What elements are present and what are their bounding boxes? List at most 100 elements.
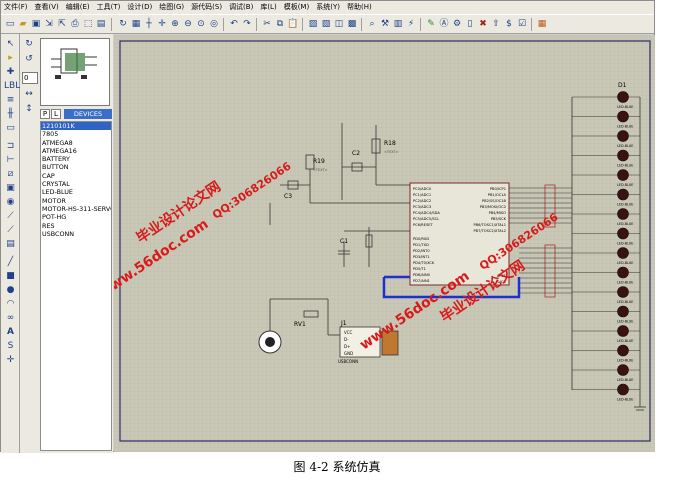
block-move-icon[interactable]: ▧ (321, 19, 331, 29)
path-2d-icon[interactable]: ∞ (6, 313, 15, 323)
bill-of-materials-icon[interactable]: $ (506, 19, 512, 29)
list-item[interactable]: BUTTON (42, 163, 69, 172)
resistor-r18 (371, 138, 381, 154)
remove-sheet-icon[interactable]: ✖ (479, 19, 487, 29)
zoom-out-icon[interactable]: ⊖ (184, 19, 192, 29)
zoom-all-icon[interactable]: ⊙ (197, 19, 205, 29)
menu-file[interactable]: 文件(F) (4, 3, 28, 11)
subcircuit-icon[interactable]: ▭ (6, 123, 15, 133)
list-item[interactable]: RES (42, 221, 55, 230)
line-2d-icon[interactable]: ╱ (7, 257, 14, 267)
wire-autorouter-icon[interactable]: ✎ (427, 19, 435, 29)
redo-icon[interactable]: ↷ (243, 19, 251, 29)
list-item[interactable]: MOTOR (42, 196, 66, 205)
rotate-ccw-icon[interactable]: ↺ (25, 54, 33, 64)
circle-2d-icon[interactable]: ● (6, 285, 15, 295)
pan-icon[interactable]: ✛ (158, 19, 166, 29)
electrical-check-icon[interactable]: ☑ (517, 19, 527, 29)
selection-mode-icon[interactable]: ↖ (6, 39, 15, 49)
terminals-icon[interactable]: ⊐ (6, 141, 15, 151)
menu-help[interactable]: 帮助(H) (346, 3, 372, 11)
save-icon[interactable]: ▣ (31, 19, 41, 29)
mirror-y-icon[interactable]: ↕ (25, 104, 33, 114)
zoom-in-icon[interactable]: ⊕ (171, 19, 179, 29)
make-device-icon[interactable]: ⚒ (380, 19, 390, 29)
menu-source[interactable]: 源代码(S) (191, 3, 223, 11)
package-tool-icon[interactable]: ▥ (393, 19, 403, 29)
menu-template[interactable]: 模板(M) (283, 3, 310, 11)
property-assign-icon[interactable]: ⚙ (452, 19, 462, 29)
rotate-cw-icon[interactable]: ↻ (25, 39, 33, 49)
led-blue (617, 149, 629, 162)
device-list[interactable]: 1210101K 7805 ATMEGA8 ATMEGA16 BATTERY B… (40, 121, 112, 451)
decompose-icon[interactable]: ⚡ (407, 19, 415, 29)
text-2d-icon[interactable]: A (7, 327, 14, 337)
grid-icon[interactable]: ▦ (131, 19, 141, 29)
refresh-icon[interactable]: ↻ (119, 19, 127, 29)
page-setup-icon[interactable]: ▤ (96, 19, 106, 29)
import-icon[interactable]: ⇲ (45, 19, 53, 29)
paste-icon[interactable]: 📋 (287, 19, 299, 29)
symbol-2d-icon[interactable]: S (7, 341, 14, 351)
rotation-field[interactable]: 0 (22, 72, 38, 84)
list-item[interactable]: 7805 (42, 130, 59, 139)
zoom-area-icon[interactable]: ◎ (210, 19, 218, 29)
list-item[interactable]: ATMEGA8 (42, 138, 73, 147)
list-item[interactable]: USBCONN (42, 229, 75, 238)
overview-window[interactable] (40, 38, 110, 106)
bus-icon[interactable]: ╫ (7, 109, 14, 119)
virtual-instruments-icon[interactable]: ▤ (6, 239, 15, 249)
block-rotate-icon[interactable]: ◫ (334, 19, 344, 29)
copy-icon[interactable]: ⧉ (276, 19, 284, 29)
pick-from-library-button[interactable]: P (40, 109, 50, 119)
cut-icon[interactable]: ✂ (263, 19, 271, 29)
menu-graph[interactable]: 绘图(G) (159, 3, 185, 11)
undo-icon[interactable]: ↶ (230, 19, 238, 29)
menu-tools[interactable]: 工具(T) (96, 3, 121, 11)
menu-library[interactable]: 库(L) (260, 3, 277, 11)
library-manager-button[interactable]: L (51, 109, 61, 119)
tape-recorder-icon[interactable]: ▣ (6, 183, 15, 193)
wire-label-icon[interactable]: LBL (4, 81, 21, 91)
search-tag-icon[interactable]: Ⓐ (439, 19, 449, 29)
list-item[interactable]: BATTERY (42, 155, 70, 164)
list-item[interactable]: CAP (42, 171, 55, 180)
list-item[interactable]: 1210101K (41, 122, 111, 131)
list-item[interactable]: POT-HG (42, 213, 67, 222)
arc-2d-icon[interactable]: ◠ (6, 299, 15, 309)
export-icon[interactable]: ⇱ (58, 19, 66, 29)
origin-icon[interactable]: ┼ (146, 19, 152, 29)
pick-device-icon[interactable]: ⌕ (369, 19, 375, 29)
new-file-icon[interactable]: ▭ (5, 19, 15, 29)
generator-icon[interactable]: ◉ (6, 197, 15, 207)
netlist-ares-icon[interactable]: ▦ (537, 19, 547, 29)
list-item[interactable]: MOTOR-HS-311-SERVO (42, 204, 112, 213)
menu-system[interactable]: 系统(Y) (316, 3, 340, 11)
svg-text:VCC: VCC (344, 330, 353, 335)
menu-view[interactable]: 查看(V) (34, 3, 59, 11)
device-pins-icon[interactable]: ⊢ (6, 155, 15, 165)
list-item[interactable]: ATMEGA16 (42, 146, 77, 155)
marker-2d-icon[interactable]: ✛ (6, 355, 15, 365)
list-item[interactable]: CRYSTAL (42, 180, 70, 189)
list-item[interactable]: LED-BLUE (42, 188, 73, 197)
box-2d-icon[interactable]: ■ (6, 271, 15, 281)
block-delete-icon[interactable]: ▩ (347, 19, 357, 29)
mirror-x-icon[interactable]: ↔ (25, 89, 33, 99)
menu-design[interactable]: 设计(D) (127, 3, 153, 11)
open-file-icon[interactable]: ▰ (19, 19, 27, 29)
exit-to-parent-icon[interactable]: ⇧ (492, 19, 500, 29)
current-probe-icon[interactable]: ⟋ (7, 225, 14, 235)
voltage-probe-icon[interactable]: ⟋ (7, 211, 14, 221)
junction-dot-icon[interactable]: ✚ (6, 67, 15, 77)
print-icon[interactable]: ⎙ (71, 19, 79, 29)
component-mode-icon[interactable]: ▸ (8, 53, 13, 63)
graph-icon[interactable]: ⧄ (7, 169, 14, 179)
block-copy-icon[interactable]: ▨ (308, 19, 318, 29)
area-icon[interactable]: ⬚ (83, 19, 93, 29)
menu-edit[interactable]: 编辑(E) (65, 3, 90, 11)
menu-debug[interactable]: 调试(B) (229, 3, 254, 11)
new-sheet-icon[interactable]: ▯ (467, 19, 473, 29)
text-script-icon[interactable]: ≡ (6, 95, 15, 105)
